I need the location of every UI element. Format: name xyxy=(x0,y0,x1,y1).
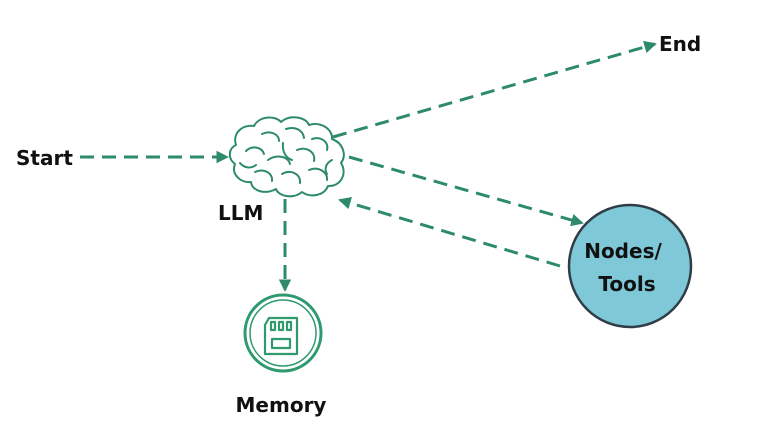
start-label: Start xyxy=(16,146,73,170)
memory-label: Memory xyxy=(236,393,327,417)
tools-node-label-line2: Tools xyxy=(598,272,655,296)
end-label: End xyxy=(659,32,701,56)
brain-icon xyxy=(228,116,345,198)
tools-node-circle xyxy=(567,203,693,329)
tools-node: Nodes/ Tools xyxy=(567,203,693,329)
memory-card-icon xyxy=(263,316,299,356)
edge-llm-to-tools xyxy=(348,155,584,227)
memory-ring-inner xyxy=(249,299,317,367)
memory-node: Memory xyxy=(236,293,327,417)
memory-ring xyxy=(243,293,323,373)
edge-tools-to-llm xyxy=(338,197,561,268)
edge-llm-to-end xyxy=(332,40,657,139)
llm-label: LLM xyxy=(218,201,263,225)
tools-node-label-line1: Nodes/ xyxy=(584,239,662,263)
